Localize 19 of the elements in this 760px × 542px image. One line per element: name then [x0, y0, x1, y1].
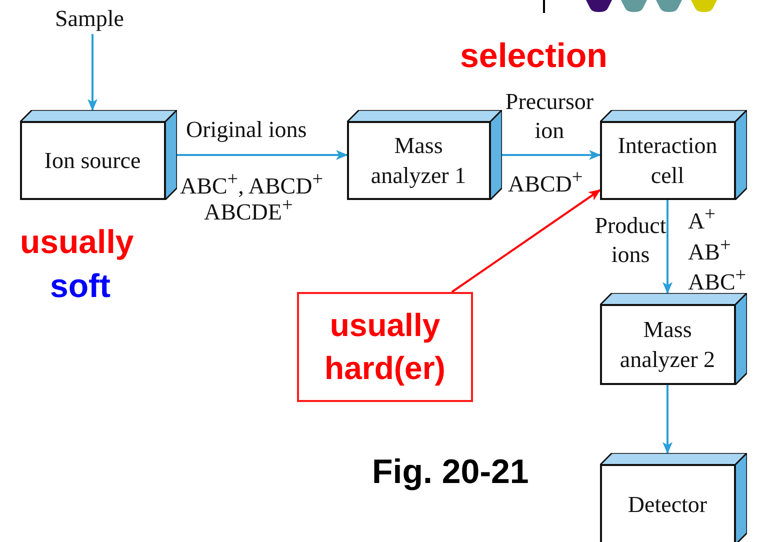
annotation-text: soft — [50, 268, 110, 304]
input-label: Sample — [55, 6, 125, 32]
edge-label: Product ions — [594, 212, 668, 269]
ion-label: AB$^{+}$ — [688, 234, 731, 267]
edge-label: Precursor ion — [504, 88, 595, 145]
annotation-text: usually — [20, 224, 134, 260]
arrow — [662, 385, 672, 454]
edge-label: Original ions — [186, 116, 307, 144]
ion-label: ABC$^{+}$, ABCD$^{+}$ — [180, 168, 324, 200]
arrow — [177, 150, 348, 160]
annotation-text: Fig. 20-21 — [372, 454, 529, 492]
ion-label: A$^{+}$ — [688, 203, 716, 236]
arrow — [662, 200, 672, 294]
annotation-text: selection — [460, 38, 608, 76]
arrow — [451, 189, 601, 293]
arrow — [88, 34, 98, 111]
callout-box: usually hard(er) — [297, 292, 473, 402]
arrow — [502, 150, 601, 160]
ion-label: ABCD$^{+}$ — [508, 166, 583, 199]
